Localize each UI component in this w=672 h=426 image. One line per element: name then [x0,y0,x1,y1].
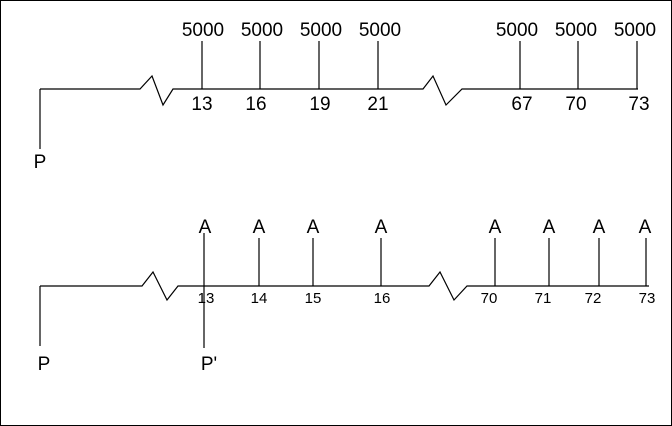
amount-label: A [307,217,320,238]
amount-label: 5000 [300,20,342,41]
timeline-1 [40,74,638,107]
present-value-label: P [38,354,51,375]
timeline-2 [40,270,649,302]
amount-label: A [489,217,502,238]
period-label: 70 [565,94,586,115]
period-label: 16 [374,290,391,307]
period-label: 15 [305,290,322,307]
amount-label: 5000 [359,20,401,41]
period-label: 13 [198,290,215,307]
period-label: 72 [585,290,602,307]
amount-label: A [199,217,212,238]
period-label: 73 [628,94,649,115]
period-label: 21 [367,94,388,115]
period-label: 71 [535,290,552,307]
period-label: 16 [245,94,266,115]
amount-label: 5000 [182,20,224,41]
amount-label: 5000 [555,20,597,41]
period-label: 73 [639,290,656,307]
period-label: 19 [309,94,330,115]
period-label: 13 [191,94,212,115]
amount-label: A [639,217,652,238]
present-value-label: P [34,152,47,173]
amount-label: A [253,217,266,238]
amount-label: A [543,217,556,238]
cash-flow-diagram-2: A A A A A A A A 13 14 15 16 70 71 72 73 … [38,217,656,375]
p-prime-label: P' [201,354,217,375]
period-label: 70 [481,290,498,307]
period-label: 14 [251,290,268,307]
period-label: 67 [511,94,532,115]
cash-flow-diagram-1: 5000 5000 5000 5000 5000 5000 5000 13 16… [34,20,656,173]
amount-label: A [375,217,388,238]
amount-label: 5000 [614,20,656,41]
amount-label: A [593,217,606,238]
amount-label: 5000 [241,20,283,41]
amount-label: 5000 [496,20,538,41]
